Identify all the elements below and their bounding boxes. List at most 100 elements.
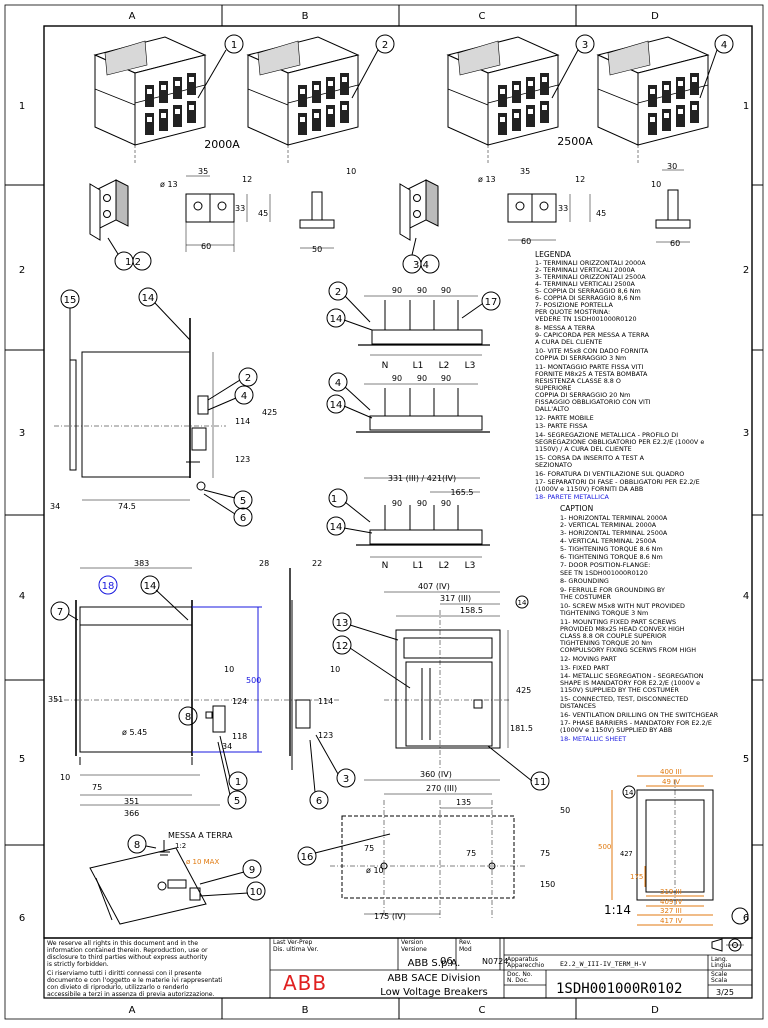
title-block-lines [269, 938, 752, 998]
abb-logo: ABB [283, 971, 327, 995]
caption-item: 6- TIGHTENING TORQUE 8.6 Nm [560, 553, 663, 561]
dim-10dia: ø 10 [366, 866, 384, 875]
scale-label-it: Scala [711, 977, 727, 984]
callout-8b: 8 [134, 840, 140, 851]
row-label: 1 [743, 101, 749, 112]
callout-5: 5 [240, 496, 246, 507]
dim-90: 90 [441, 374, 451, 383]
callout-14e: 14 [144, 581, 157, 592]
dim-400: 400 III [660, 768, 682, 776]
segregation-orange-dims [611, 775, 713, 926]
dim-60c: 60 [670, 239, 680, 248]
docno-value: 1SDH001000R0102 [556, 981, 682, 997]
scale-note: 1:14 [604, 903, 631, 917]
dim-22: 22 [312, 559, 322, 568]
apparatus-label-it: Apparecchio [507, 962, 544, 969]
dim-90: 90 [392, 286, 402, 295]
phase-l2: L2 [439, 561, 450, 571]
col-label: D [651, 11, 659, 22]
last-ver-label: Last Ver-Prep [273, 939, 313, 946]
rev-label: Rev. [459, 939, 472, 946]
legenda-item: COPPIA DI SERRAGGIO 3 Nm [535, 354, 626, 362]
caption-item: 9- FERRULE FOR GROUNDING BY [560, 586, 665, 594]
dim-409: 409 IV [660, 898, 683, 906]
callout-2b: 2 [245, 373, 251, 384]
dim-34b: 34 [222, 742, 232, 751]
dim-28: 28 [259, 559, 269, 568]
caption-item: 13- FIXED PART [560, 664, 609, 672]
callout-6b: 6 [316, 796, 322, 807]
apparatus-label: Apparatus [507, 956, 538, 963]
dim-45a: 45 [258, 209, 268, 218]
legenda-item: FORNITE M8x25 A TESTA BOMBATA [535, 370, 648, 378]
callout-9: 9 [249, 865, 255, 876]
callout-14d: 14 [330, 522, 343, 533]
legenda-item: 6- COPPIA DI SERRAGGIO 8,6 Nm [535, 294, 641, 302]
front-view [384, 591, 510, 770]
col-label: A [129, 1005, 136, 1016]
drilling-template [330, 779, 525, 920]
projection-symbol-icon [711, 938, 744, 952]
dim-118: 118 [232, 732, 247, 741]
sheet-value: 3/25 [716, 988, 734, 997]
dim-175: 175 (IV) [374, 912, 406, 921]
company-name: ABB S.p.A. [408, 958, 461, 969]
dim-360: 360 (IV) [420, 770, 452, 779]
callout-11: 11 [534, 777, 547, 788]
docno-label: Doc. No. [507, 971, 532, 978]
caption-item: 5- TIGHTENING TORQUE 8.6 Nm [560, 545, 663, 553]
legenda-item: RESISTENZA CLASSE 8.8 O [535, 377, 621, 385]
dim-331: 331 (III) / 421(IV) [388, 474, 456, 483]
caption-item: TIGHTENING TORQUE 20 Nm [559, 639, 652, 647]
legenda-item: 8- MESSA A TERRA [535, 324, 596, 332]
caption-item: 1150V) SUPPLIED BY THE COSTUMER [560, 686, 679, 694]
caption-item: COMPULSORY FIXING SCERWS FROM HIGH [560, 646, 696, 654]
dim-13b: ø 13 [478, 175, 496, 184]
apparatus-value: E2.2_W_III-IV_TERM_H-V [560, 960, 646, 968]
t-profile-2500 [655, 169, 691, 243]
caption-title: CAPTION [560, 504, 593, 513]
caption-item: SEE TN 1SDH001000R0120 [560, 569, 648, 577]
caption-item: PROVIDED M8x25 HEAD CONVEX HIGH [560, 625, 685, 633]
rights-en-line: is strictly forbidden. [47, 961, 109, 968]
caption-item: SHAPE IS MANDATORY FOR E2.2/E (1000V e [560, 679, 700, 687]
phase-l1: L1 [413, 561, 424, 571]
terminal-plan-2500 [507, 193, 591, 241]
dim-500: 500 [246, 676, 261, 685]
dim-90: 90 [392, 499, 402, 508]
lang-label: Lang. [711, 956, 728, 963]
legenda-item: 13- PARTE FISSA [535, 422, 588, 430]
caption-item: TIGHTENING TORQUE 3 Nm [559, 609, 648, 617]
dim-35b: 35 [520, 167, 530, 176]
dim-114: 114 [235, 417, 250, 426]
grounding-detail [89, 840, 207, 925]
dim-13a: ø 13 [160, 180, 178, 189]
col-label: A [129, 11, 136, 22]
phase-n: N [382, 361, 389, 371]
dim-124: 124 [232, 697, 247, 706]
dim-150: 150 [540, 880, 555, 889]
dim-12b: 12 [575, 175, 585, 184]
rights-it-line: con divieto di riprodurlo, utilizzarlo o… [47, 984, 189, 991]
legenda-item: 12- PARTE MOBILE [535, 414, 594, 422]
dim-545: ø 5.45 [122, 728, 147, 737]
legenda-item: 1150V) / A CURA DEL CLIENTE [535, 445, 632, 453]
side-view-bottom [54, 567, 340, 806]
t-profile-2000 [299, 191, 335, 249]
dim-45b: 45 [596, 209, 606, 218]
callout-13: 1 [331, 494, 337, 505]
dim-366: 366 [124, 809, 139, 818]
docno-label-it: N. Doc. [507, 977, 529, 984]
legenda-item: A CURA DEL CLIENTE [535, 338, 602, 346]
caption-item: (1000V e 1150V) SUPPLIED BY ABB [560, 726, 672, 734]
legenda-item: 17- SEPARATORI DI FASE - OBBLIGATORI PER… [535, 478, 700, 486]
dim-33b: 33 [558, 204, 568, 213]
caption-item: 10- SCREW M5x8 WITH NUT PROVIDED [560, 602, 685, 610]
dim-75b: 75 [466, 849, 476, 858]
callout-8: 8 [185, 712, 191, 723]
dim-90: 90 [441, 499, 451, 508]
dim-75-iii: 75 [364, 844, 374, 853]
legenda-item: 2- TERMINALI VERTICALI 2000A [535, 266, 636, 274]
legenda-item: VEDERE TN 1SDH001000R0120 [535, 315, 637, 323]
rights-text: We reserve all rights in this document a… [47, 940, 223, 998]
